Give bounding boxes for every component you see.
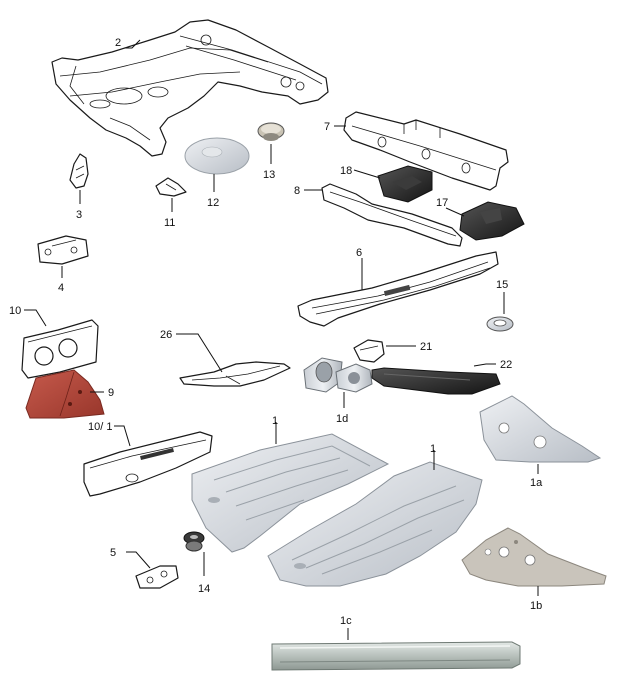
callout-1-right: 1 (430, 443, 436, 470)
label-11: 11 (164, 217, 175, 229)
part-26-brace (179, 361, 291, 387)
callout-6: 6 (356, 247, 363, 290)
label-13: 13 (263, 169, 275, 181)
callout-21: 21 (386, 341, 432, 353)
part-21-bracket (353, 339, 385, 363)
callout-10: 10 (9, 305, 47, 327)
label-7: 7 (324, 121, 330, 133)
callout-17: 17 (436, 197, 465, 217)
callout-14: 14 (198, 552, 210, 595)
callout-26: 26 (160, 329, 223, 373)
part-1-right-floor-pan (267, 461, 483, 587)
callout-5: 5 (110, 547, 151, 569)
part-10-1-side-plate (83, 431, 213, 497)
label-14: 14 (198, 583, 210, 595)
part-3-bracket (69, 153, 89, 189)
part-13-plug (257, 122, 285, 141)
callout-18: 18 (340, 165, 381, 179)
label-22: 22 (500, 359, 512, 371)
label-3: 3 (76, 209, 82, 221)
callout-4: 4 (58, 266, 64, 294)
part-4-bracket-plate (37, 235, 89, 265)
label-18: 18 (340, 165, 352, 177)
callout-3: 3 (76, 190, 82, 221)
part-10-side-plate (21, 319, 99, 379)
label-1-left: 1 (272, 415, 278, 427)
label-8: 8 (294, 185, 300, 197)
label-4: 4 (58, 282, 64, 294)
label-1-right: 1 (430, 443, 436, 455)
part-9-gusset (25, 369, 105, 419)
label-12: 12 (207, 197, 219, 209)
part-14-grommet (183, 531, 205, 552)
part-18-rubber-boot (377, 165, 433, 203)
part-2-floor-assembly (51, 19, 329, 157)
label-2: 2 (115, 37, 121, 49)
label-26: 26 (160, 329, 172, 341)
label-17: 17 (436, 197, 448, 209)
callout-1-left: 1 (272, 415, 278, 444)
callout-1c: 1c (340, 615, 352, 640)
part-1b-gusset (461, 527, 607, 587)
callout-2: 2 (115, 37, 141, 49)
part-1d-brackets (303, 357, 373, 393)
label-10-1: 10/ 1 (88, 421, 112, 433)
callout-8: 8 (294, 185, 322, 197)
part-1a-gusset (479, 395, 602, 463)
label-9: 9 (108, 387, 114, 399)
callout-12: 12 (207, 174, 219, 209)
part-5-plate (135, 565, 179, 589)
label-15: 15 (496, 279, 508, 291)
callout-1a: 1a (530, 464, 543, 489)
callout-7: 7 (324, 121, 346, 133)
callout-1b: 1b (530, 586, 542, 612)
label-1c: 1c (340, 615, 352, 627)
label-10: 10 (9, 305, 21, 317)
label-1a: 1a (530, 477, 543, 489)
label-6: 6 (356, 247, 362, 259)
callout-10-1: 10/ 1 (88, 421, 131, 447)
part-6-tunnel-cover (297, 251, 499, 327)
part-11-clip (155, 177, 187, 197)
part-1-left-floor-pan (191, 433, 390, 553)
part-8-reinforcement (321, 183, 463, 247)
callout-11: 11 (164, 198, 175, 229)
callout-1d: 1d (336, 392, 348, 425)
callout-15: 15 (496, 279, 508, 314)
callout-13: 13 (263, 144, 275, 181)
part-7-cross-member (343, 111, 509, 191)
callout-22: 22 (473, 359, 512, 371)
part-15-grommet (486, 316, 514, 332)
label-21: 21 (420, 341, 432, 353)
label-1b: 1b (530, 600, 542, 612)
label-5: 5 (110, 547, 116, 559)
label-1d: 1d (336, 413, 348, 425)
part-12-cover-plate (184, 137, 250, 175)
part-17-rubber-boot (459, 201, 525, 241)
part-1c-rail (271, 641, 521, 671)
callout-9: 9 (90, 387, 114, 399)
part-22-rubber-strip (371, 367, 501, 395)
